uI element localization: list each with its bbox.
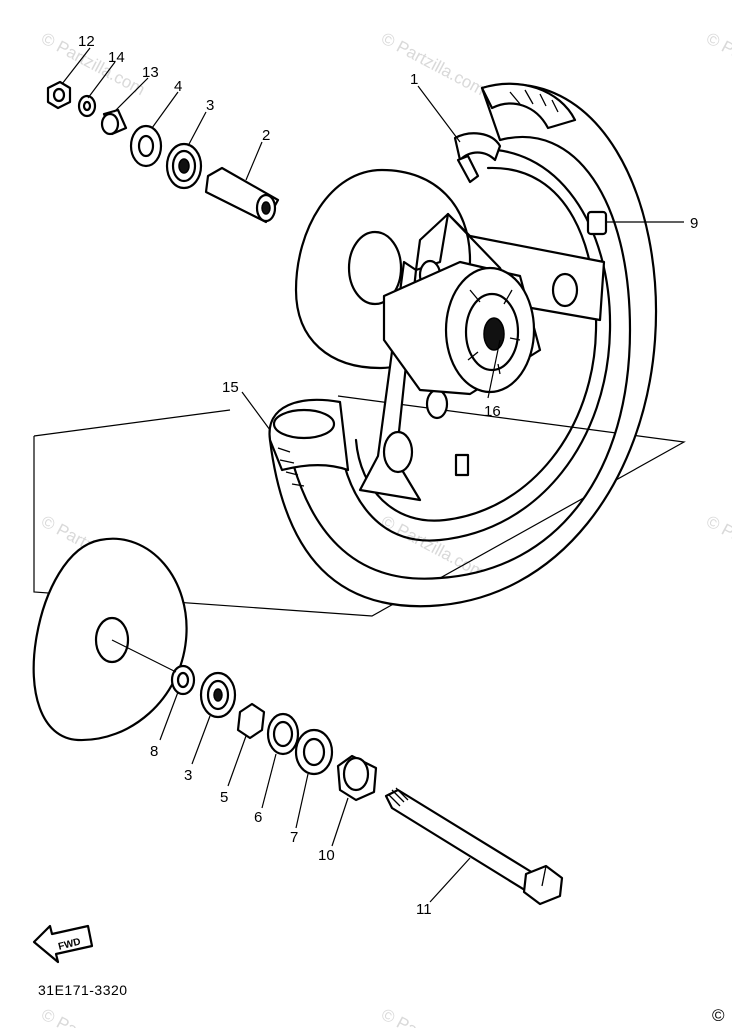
rim-inner xyxy=(354,166,598,522)
watermark: © Partzilla.com xyxy=(38,1005,148,1028)
axle-nut xyxy=(46,80,72,110)
hub-inner-ring xyxy=(464,292,520,372)
watermark: © Partzilla.com xyxy=(378,512,488,583)
retainer xyxy=(266,712,300,756)
lower-parts-group xyxy=(32,537,564,906)
label-part-9: 9 xyxy=(690,215,698,232)
fwd-arrow-icon xyxy=(32,924,94,964)
fwd-arrow-label: FWD xyxy=(57,937,82,953)
spoke-upper-left xyxy=(414,212,450,272)
spoke-hole xyxy=(425,388,449,420)
axle-nut-hole xyxy=(52,87,66,103)
label-part-12: 12 xyxy=(78,33,95,50)
label-part-15: 15 xyxy=(222,379,239,396)
tire-tread-top xyxy=(509,89,559,113)
watermark: © Partzilla.com xyxy=(703,512,732,583)
wheel-assembly xyxy=(268,82,658,608)
valve-stem xyxy=(454,453,470,477)
label-part-11: 11 xyxy=(416,901,432,918)
label-part-1: 1 xyxy=(410,71,418,88)
meter-gear-face xyxy=(342,756,370,792)
diagram-code: 31E171-3320 xyxy=(38,982,128,998)
dust-seal-small-hole xyxy=(176,671,190,689)
washer xyxy=(77,94,97,118)
tire-cut-top xyxy=(480,82,577,130)
rim-outer xyxy=(336,148,612,542)
tire-section xyxy=(272,408,336,440)
label-part-7: 7 xyxy=(290,829,298,846)
upper-parts-group xyxy=(46,80,280,224)
brake-disc-center xyxy=(94,616,130,664)
label-part-4: 4 xyxy=(174,78,182,95)
hub-ribs xyxy=(467,289,521,375)
bearing-lower-bore xyxy=(213,688,223,702)
label-part-2: 2 xyxy=(262,127,270,144)
rim-band xyxy=(453,132,502,162)
bearing-race xyxy=(171,149,197,183)
label-part-3-top: 3 xyxy=(206,97,214,114)
bolt-head-edge xyxy=(541,865,547,887)
leader-lines xyxy=(61,47,684,903)
disc-center-hole xyxy=(347,230,403,306)
label-part-13: 13 xyxy=(142,64,159,81)
spoke-hole xyxy=(382,430,414,474)
oil-seal xyxy=(129,124,163,168)
balance-weight xyxy=(586,210,608,236)
fwd-arrow: FWD xyxy=(32,924,94,964)
axle-bolt-head xyxy=(522,864,564,906)
oil-seal-lower-lip xyxy=(302,737,326,767)
bearing-bore xyxy=(178,158,190,174)
hub-axle-bore xyxy=(483,317,505,351)
assembly-line xyxy=(111,639,177,673)
brake-disc xyxy=(32,537,188,742)
spoke-hole xyxy=(551,272,579,308)
tire-tread-bottom xyxy=(277,447,305,487)
label-part-16: 16 xyxy=(484,403,501,420)
wheel-axle-shaft xyxy=(384,788,540,894)
label-part-10: 10 xyxy=(318,847,335,864)
oil-seal-lip xyxy=(137,134,155,158)
watermark: © Partzilla.com xyxy=(703,29,732,100)
spacer-tube-bore xyxy=(261,201,271,215)
bearing-lower-race xyxy=(206,679,230,711)
collar-end xyxy=(100,112,120,136)
watermark: © Partzilla.com xyxy=(378,29,488,100)
exploded-view-frame xyxy=(33,395,686,617)
label-part-8: 8 xyxy=(150,743,158,760)
copyright-mark: © xyxy=(712,1006,725,1025)
axle-thread xyxy=(387,787,409,807)
label-part-14: 14 xyxy=(108,49,125,66)
oil-seal-lower xyxy=(294,728,334,776)
retainer-hole xyxy=(272,720,294,748)
clutch-plate xyxy=(236,702,266,740)
label-part-6: 6 xyxy=(254,809,262,826)
washer-hole xyxy=(82,100,92,112)
label-part-3-bottom: 3 xyxy=(184,767,192,784)
part-number-labels: 12 14 13 4 3 2 1 9 15 16 8 3 5 6 7 10 11 xyxy=(78,33,698,918)
dust-seal-small xyxy=(170,664,196,696)
rim-band-tab xyxy=(456,154,480,184)
watermark: © Partzilla.com xyxy=(378,1005,488,1028)
label-part-5: 5 xyxy=(220,789,228,806)
